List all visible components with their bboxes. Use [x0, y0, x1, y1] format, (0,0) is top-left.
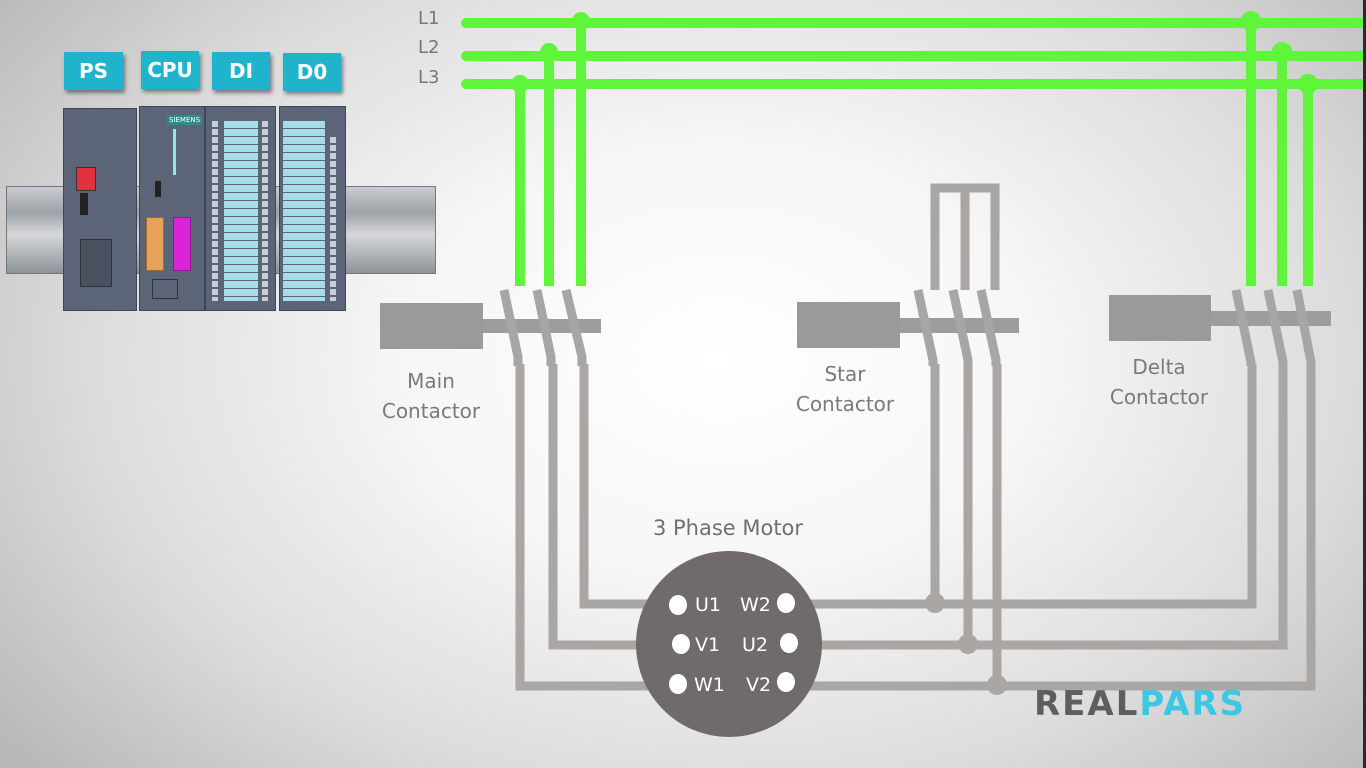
do-module	[279, 106, 346, 311]
junction-dot	[958, 634, 978, 654]
terminal-v2	[777, 672, 795, 692]
di-module	[205, 106, 276, 311]
star-contactor-label: Star Contactor	[795, 362, 895, 416]
label-l1: L1	[418, 8, 440, 29]
junction-dot	[925, 593, 945, 613]
di-tag: DI	[212, 52, 270, 90]
siemens-brand: SIEMENS	[167, 115, 203, 125]
ps-module	[63, 108, 137, 311]
terminal-w1	[669, 674, 687, 694]
wire-main-l1	[579, 364, 678, 609]
cpu-module: SIEMENS	[139, 106, 205, 311]
right-edge	[1363, 0, 1366, 768]
main-contactor-label: Main Contactor	[381, 369, 481, 423]
star-contactor	[797, 289, 1019, 366]
motor: U1 V1 W1 W2 U2 V2	[636, 551, 822, 737]
delta-contactor	[1109, 289, 1331, 366]
cpu-tag: CPU	[141, 51, 199, 89]
wire-v2	[786, 364, 1316, 691]
terminal-label: V1	[695, 634, 720, 656]
label-l2: L2	[418, 37, 440, 58]
mpi-port	[146, 217, 164, 271]
terminal-label: V2	[746, 674, 771, 696]
terminal-w2	[777, 593, 795, 613]
ps-tag: PS	[64, 52, 123, 90]
main-contactor	[380, 288, 601, 366]
wire-main-l3	[515, 364, 678, 691]
realpars-logo: REALPARS	[1034, 684, 1247, 724]
do-tag: D0	[283, 53, 341, 91]
wire-u2	[786, 364, 1288, 650]
label-l3: L3	[418, 67, 440, 88]
terminal-label: U1	[695, 594, 721, 616]
terminal-label: W2	[740, 594, 771, 616]
delta-contactor-label: Delta Contactor	[1109, 355, 1209, 409]
terminal-v1	[672, 634, 690, 654]
dp-port	[173, 217, 191, 271]
terminal-label: W1	[694, 674, 725, 696]
terminal-label: U2	[742, 634, 768, 656]
motor-title: 3 Phase Motor	[652, 516, 804, 540]
junction-dot	[987, 675, 1007, 695]
terminal-u2	[780, 633, 798, 653]
terminal-u1	[669, 595, 687, 615]
